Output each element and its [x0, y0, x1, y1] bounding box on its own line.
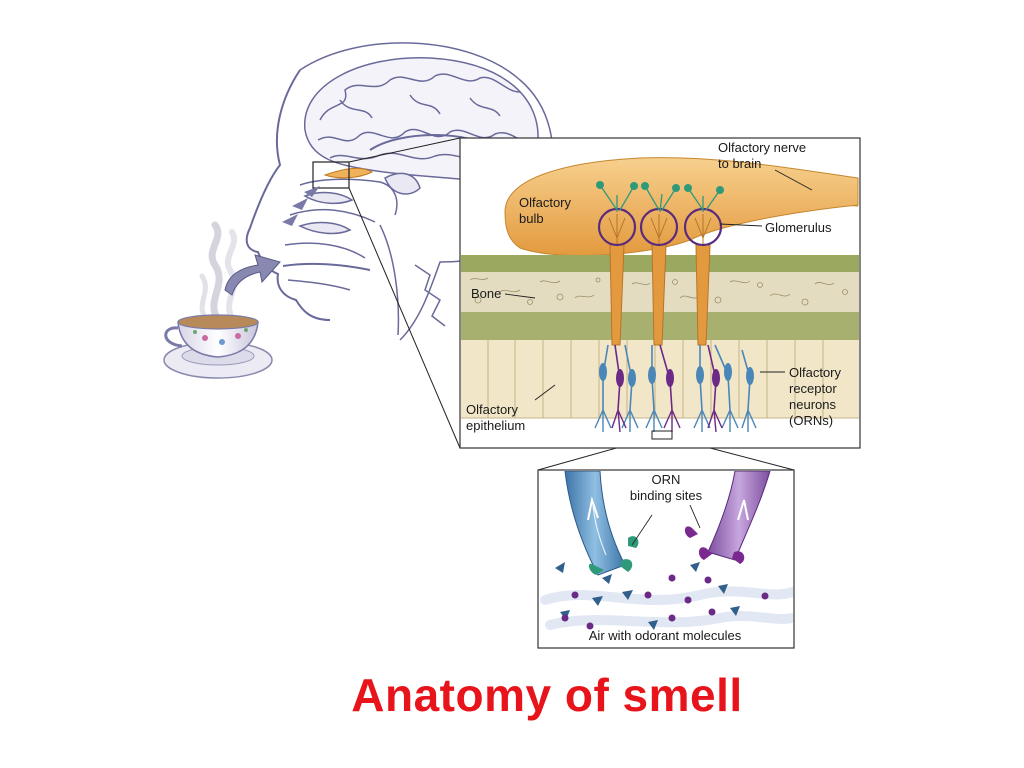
- label-olfactory-bulb-2: bulb: [519, 211, 544, 226]
- axon-bundles: [609, 244, 711, 346]
- label-receptor-3: neurons: [789, 397, 836, 412]
- label-epithelium-1: Olfactory: [466, 402, 519, 417]
- steam-icon: [199, 221, 237, 324]
- blue-cilium: [564, 471, 626, 576]
- binding-sites: [588, 526, 745, 575]
- label-receptor-2: receptor: [789, 381, 837, 396]
- label-olfactory-nerve-1: Olfactory nerve: [718, 140, 806, 155]
- label-receptor-4: (ORNs): [789, 413, 833, 428]
- label-glomerulus: Glomerulus: [765, 220, 832, 235]
- neuron-bodies: [599, 363, 754, 387]
- teacup-icon: [163, 314, 273, 379]
- zoom-box-small: [312, 161, 350, 189]
- cilia: [594, 409, 757, 433]
- label-air-odorant: Air with odorant molecules: [589, 628, 742, 643]
- epithelium-layer: [461, 340, 859, 418]
- zoom-box-cilia: [651, 430, 673, 440]
- binding-site-panel: ORN binding sites Air with odorant molec…: [537, 469, 795, 649]
- label-orn-1: ORN: [652, 472, 681, 487]
- olfactory-detail-panel: Olfactory nerve to brain Olfactory bulb …: [459, 137, 861, 449]
- slide-title: Anatomy of smell: [351, 669, 743, 721]
- label-olfactory-nerve-2: to brain: [718, 156, 761, 171]
- label-receptor-1: Olfactory: [789, 365, 842, 380]
- airflow-arrows: [282, 186, 320, 226]
- odorant-dots: [561, 574, 769, 630]
- odor-arrow-icon: [224, 254, 281, 296]
- label-epithelium-2: epithelium: [466, 418, 525, 433]
- label-bone: Bone: [471, 286, 501, 301]
- label-olfactory-bulb-1: Olfactory: [519, 195, 572, 210]
- label-orn-2: binding sites: [630, 488, 703, 503]
- olfactory-bulb-shape: [504, 157, 859, 257]
